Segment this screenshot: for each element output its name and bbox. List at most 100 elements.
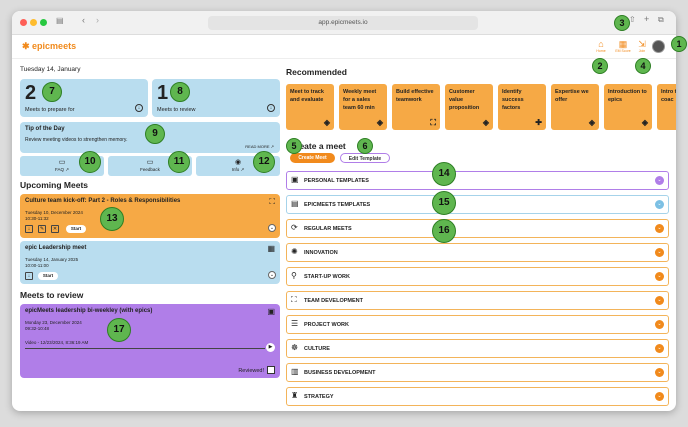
chevron-down-icon[interactable]: ⌄ [655, 344, 664, 353]
read-more-link[interactable]: READ MORE ↗ [245, 144, 274, 149]
chevron-down-icon[interactable]: ⌄ [655, 224, 664, 233]
review-meet-card[interactable]: epicMeets leadership bi-weekley (with ep… [20, 304, 280, 378]
meet-title: epic Leadership meet [25, 245, 87, 251]
create-meet-button[interactable]: Create Meet [290, 153, 335, 163]
upcoming-meet-1[interactable]: Culture team kick-off: Part 2 - Roles & … [20, 194, 280, 238]
recommended-card[interactable]: Weekly meet for a sales team 60 min◈ [339, 84, 387, 130]
minimize-window-button[interactable] [30, 19, 37, 26]
annotation-badge: 5 [286, 138, 302, 154]
recommended-card[interactable]: Customer value proposition◈ [445, 84, 493, 130]
card-title: Introduction to epics [608, 89, 647, 103]
play-icon[interactable]: ▶ [266, 343, 275, 352]
right-column: Recommended Meet to track and evaluate◈ … [286, 63, 676, 411]
edit-icon[interactable]: ✎ [38, 225, 46, 233]
meets-to-prepare-card[interactable]: 2 Meets to prepare for ↓ [20, 79, 148, 117]
innovation-icon: ✺ [291, 247, 298, 256]
card-title: Build effective teamwork [396, 89, 434, 103]
people-icon: ⛶ [430, 118, 436, 127]
recommended-card[interactable]: Intro to view coac [657, 84, 676, 130]
annotation-badge: 1 [671, 36, 687, 52]
chevron-down-icon[interactable]: ⌄ [655, 272, 664, 281]
home-icon: ⌂ [598, 39, 604, 49]
chevron-down-icon[interactable]: ⌄ [655, 200, 664, 209]
chevron-down-icon[interactable]: ⌄ [655, 368, 664, 377]
annotation-badge: 3 [614, 15, 630, 31]
share-icon[interactable]: ⇧ [629, 15, 636, 24]
personal-icon: ▣ [291, 175, 299, 184]
template-icon: ▤ [291, 199, 299, 208]
template-category-culture[interactable]: ☸CULTURE⌄ [286, 339, 669, 358]
upcoming-meets-heading: Upcoming Meets [20, 180, 89, 190]
chevron-down-icon[interactable]: ⌄ [655, 320, 664, 329]
template-category-team[interactable]: ⛶TEAM DEVELOPMENT⌄ [286, 291, 669, 310]
nav-join[interactable]: ⇲Join [631, 39, 653, 53]
url-text: app.epicmeets.io [318, 19, 368, 26]
chevron-down-icon[interactable]: ⌄ [268, 224, 276, 232]
recommended-card[interactable]: Meet to track and evaluate◈ [286, 84, 334, 130]
chevron-down-icon[interactable]: ⌄ [655, 176, 664, 185]
template-category-personal[interactable]: ▣PERSONAL TEMPLATES⌄ [286, 171, 669, 190]
nav-home-label: Home [596, 49, 606, 53]
chevron-down-icon[interactable]: ⌄ [655, 392, 664, 401]
arrow-down-icon[interactable]: ↓ [135, 104, 143, 112]
template-category-regular[interactable]: ⟳REGULAR MEETS⌄ [286, 219, 669, 238]
chart-icon: ◈ [482, 118, 489, 127]
tip-description: Review meeting videos to strengthen memo… [25, 137, 128, 143]
category-label: PROJECT WORK [304, 322, 349, 328]
meet-time: 10:30-11:32 [25, 216, 49, 221]
video-progress-bar[interactable] [25, 348, 265, 349]
chart-icon: ◈ [588, 118, 595, 127]
trash-icon[interactable]: ✕ [51, 225, 59, 233]
category-label: START-UP WORK [304, 274, 350, 280]
project-icon: ☰ [291, 319, 299, 328]
meet-date: Tuesday 10, December 2024 [25, 210, 83, 215]
close-window-button[interactable] [20, 19, 27, 26]
template-category-business[interactable]: ▥BUSINESS DEVELOPMENT⌄ [286, 363, 669, 382]
recommended-card[interactable]: Identify success factors✚ [498, 84, 546, 130]
template-category-strategy[interactable]: ♜STRATEGY⌄ [286, 387, 669, 406]
avatar[interactable] [652, 40, 665, 53]
template-icon: ▣ [267, 307, 275, 316]
card-title: Identify success factors [502, 89, 524, 111]
sidebar-toggle-icon[interactable]: ▤ [56, 16, 64, 25]
app-logo[interactable]: ✱ epicmeets [22, 41, 77, 51]
template-category-project[interactable]: ☰ PROJECT WORK ⌄ [286, 315, 669, 334]
recommended-card[interactable]: Build effective teamwork ⛶ [392, 84, 440, 130]
template-category-startup[interactable]: ⚲START-UP WORK⌄ [286, 267, 669, 286]
chevron-down-icon[interactable]: ⌄ [268, 271, 276, 279]
nav-home[interactable]: ⌂Home [590, 39, 612, 53]
left-column: Tuesday 14, January 2 Meets to prepare f… [20, 63, 282, 411]
edit-template-button[interactable]: Edit Template [340, 153, 390, 163]
card-title: Expertise we offer [555, 89, 589, 103]
recommended-card[interactable]: Expertise we offer ◈ [551, 84, 599, 130]
nav-em-score[interactable]: ▦EM Score [612, 39, 634, 53]
start-button[interactable]: Start [38, 272, 58, 280]
prepare-label: Meets to prepare for [25, 107, 75, 113]
refresh-icon: ⟳ [291, 223, 298, 232]
tabs-overview-icon[interactable]: ⧉ [658, 15, 664, 24]
arrow-down-icon[interactable]: ↓ [267, 104, 275, 112]
template-icon: ▦ [267, 244, 275, 253]
chevron-down-icon[interactable]: ⌄ [655, 296, 664, 305]
recommended-card[interactable]: Introduction to epics ◈ [604, 84, 652, 130]
chevron-down-icon[interactable]: ⌄ [655, 248, 664, 257]
template-category-innovation[interactable]: ✺INNOVATION⌄ [286, 243, 669, 262]
read-more-label: READ MORE [245, 144, 270, 149]
address-bar[interactable]: app.epicmeets.io [208, 16, 478, 30]
new-tab-icon[interactable]: + [644, 14, 650, 24]
meet-date: Tuesday 14, January 2025 [25, 257, 79, 262]
maximize-window-button[interactable] [40, 19, 47, 26]
start-button[interactable]: Start [66, 225, 86, 233]
reviewed-checkbox[interactable] [267, 366, 275, 374]
faq-icon: ▭ [58, 159, 66, 166]
category-label: STRATEGY [304, 394, 334, 400]
annotation-badge: 10 [79, 151, 101, 173]
annotation-badge: 6 [357, 138, 373, 154]
download-icon[interactable]: ↓ [25, 225, 33, 233]
chart-icon: ◈ [641, 118, 648, 127]
back-icon[interactable]: ‹ [82, 15, 85, 25]
template-category-epicmeets[interactable]: ▤EPICMEETS TEMPLATES⌄ [286, 195, 669, 214]
upcoming-meet-2[interactable]: epic Leadership meet Tuesday 14, January… [20, 241, 280, 284]
download-icon[interactable]: ↓ [25, 272, 33, 280]
forward-icon[interactable]: › [96, 15, 99, 25]
